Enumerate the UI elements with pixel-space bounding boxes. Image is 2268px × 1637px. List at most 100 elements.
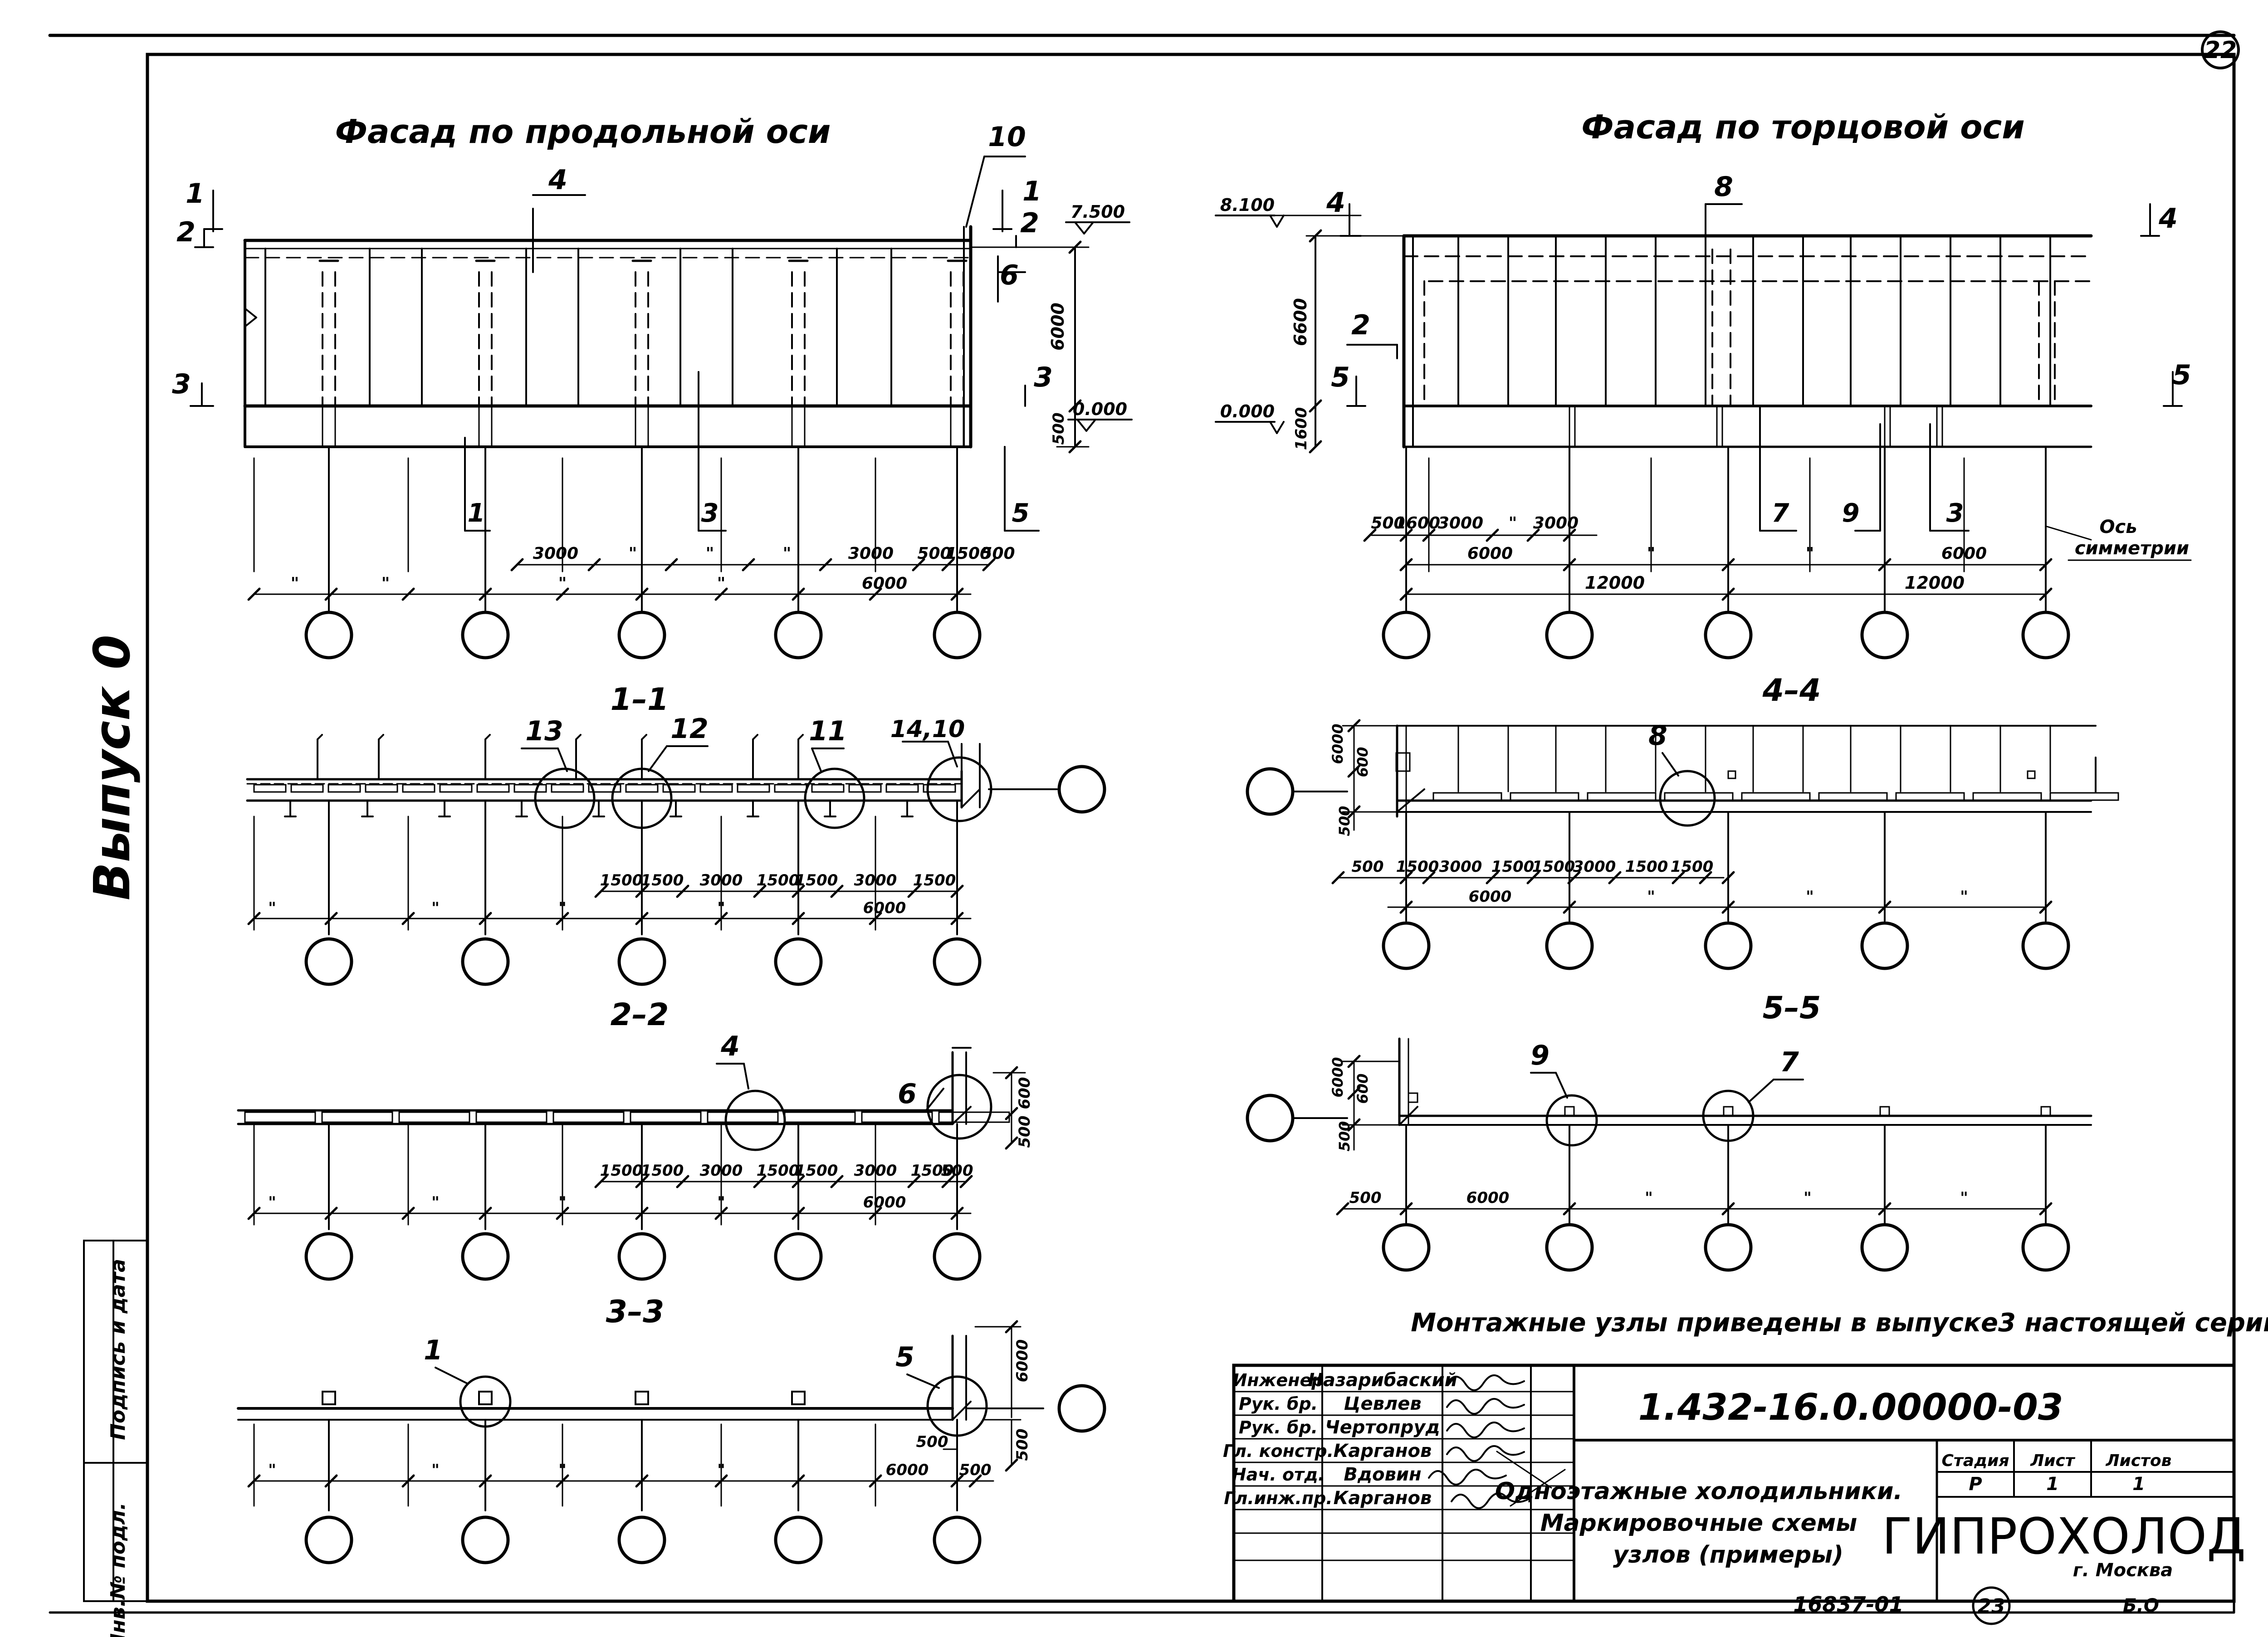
drawing-rect [475,1111,547,1123]
drawing-line [2039,900,2053,914]
axis-bubble [304,1232,353,1281]
dim-text: " [1806,544,1814,563]
leader-mark: 4 [2158,203,2178,235]
dim-text: 1600 [1395,514,1440,533]
dim-text: 1500 [795,1162,838,1180]
leader-mark: 7 [1780,1046,1799,1078]
dim-text: 6000 [1329,723,1346,764]
drawing-line [244,317,257,327]
axis-bubble [461,1232,510,1281]
drawing-line [1563,1202,1576,1216]
dim-text: 1500 [600,1162,643,1180]
stage-header-stage: Стадия [1942,1451,2009,1470]
drawing-line [792,1474,805,1488]
drawing-line [753,884,767,898]
stamp-label-signature: Подпись и дата [107,1259,130,1440]
dim-text: " [558,899,567,917]
name-label: Карганов [1334,1441,1432,1461]
signature-scribble [1446,1398,1525,1415]
mark-14-10: 14,10 [890,716,965,743]
dim-text: 3000 [1439,858,1482,876]
drawing-line [1085,419,1096,432]
mark-1: 1 [468,498,485,528]
dim-text: " [1645,1189,1653,1207]
drawing-rect [290,784,324,793]
dim-text: " [1509,514,1517,533]
drawing-line [907,884,921,898]
drawing-line [941,1175,955,1188]
axis-bubble [617,937,666,986]
drawing-line [635,1175,649,1188]
leader-mark: 10 [988,121,1026,153]
dim-text: 1500 [1491,858,1535,876]
drawing-rect [699,784,733,793]
dim-text: 1500 [641,1162,684,1180]
drawing-line [1878,1202,1892,1216]
drawing-line [742,558,755,572]
drawing-line [1563,900,1576,914]
stamp-label-inventory: Инв.№ подл. [107,1502,130,1637]
description-line-3: узлов (примеры) [1613,1541,1843,1569]
dim-text: 1500 [1625,858,1668,876]
dim-text: 500 [941,1162,973,1180]
name-label: Карганов [1334,1488,1432,1509]
dim-text: 6000 [862,574,907,593]
drawing-line [1486,528,1499,542]
sheets-value: 1 [2132,1474,2145,1495]
dim-text: " [431,899,440,917]
dim-text: " [558,574,567,593]
level-top: 7.500 [1070,202,1125,222]
dim-text: 3000 [854,1162,897,1180]
sheet-number: 22 [2204,37,2237,64]
dim-text: 1500 [946,544,991,563]
drawing-rect [791,1391,806,1405]
axis-bubble [1545,611,1594,660]
level-zero: 0.000 [1220,401,1275,421]
drawing-line [1526,871,1540,884]
drawing-line [1399,587,1413,601]
drawing-line [907,1175,921,1188]
dim-text: 3000 [1533,514,1579,533]
drawing-rect [253,784,287,793]
drawing-line [1878,558,1892,572]
dim-text: 500 [1352,858,1384,876]
title-longitudinal-facade: Фасад по продольной оси [335,112,831,151]
dim-text: 600 [1016,1077,1034,1109]
role-label: Инженер [1233,1370,1324,1390]
leader-mark: 2 [1020,207,1039,239]
drawing-line [869,587,882,601]
drawing-line [594,1175,608,1188]
signature-scribble [1446,1374,1525,1391]
dim-text: " [717,1193,725,1212]
axis-bubble [774,937,823,986]
drawing-line [247,912,261,925]
dim-text: 500 [959,1461,992,1479]
drawing-line [792,1207,805,1220]
name-label: Назарибаский [1308,1370,1457,1391]
drawing-rect [707,1111,779,1123]
detail-circle [926,756,992,822]
drawing-line [1563,528,1576,542]
role-label: Гл.инж.пр. [1224,1488,1333,1508]
axis-note: симметрии [2075,538,2189,559]
axis-bubble [304,1515,353,1564]
drawing-line [941,558,955,572]
dim-text: 3000 [700,1162,743,1180]
dim-text: 3000 [848,544,894,563]
dim-text: 500 [1349,1189,1382,1207]
doc-code: 1.432-16.0.00000-03 [1638,1386,2063,1428]
drawing-line [792,912,805,925]
dim-text: 500 [916,1433,948,1451]
drawing-rect [1895,792,1965,801]
axis-bubble [1057,1384,1106,1433]
drawing-rect [635,1391,649,1405]
name-label: Чертопруд [1325,1417,1440,1438]
dim-text: 500 [1371,514,1405,533]
title-section-2-2: 2–2 [611,997,669,1033]
drawing-line [1398,1106,1418,1126]
sheet-number-circle [2201,30,2240,69]
drawing-line [1336,1202,1349,1216]
format-mark: Б.О [2123,1595,2159,1616]
drawing-rect [1408,1092,1418,1103]
detail-circle [724,1090,786,1151]
